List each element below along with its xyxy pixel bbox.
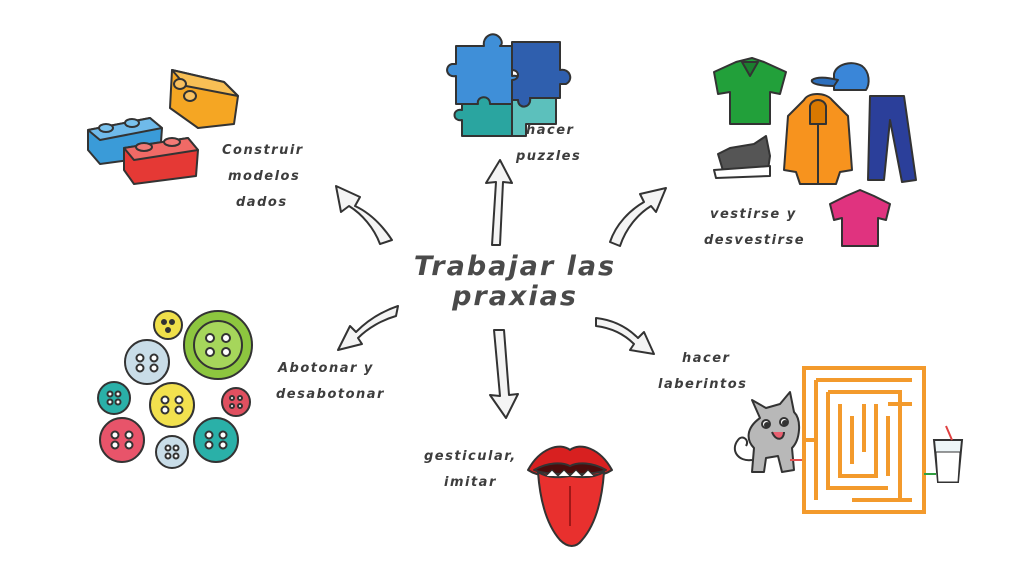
label-gesticular-line-1: gesticular, [424, 449, 517, 464]
label-gesticular-line-2: imitar [444, 475, 497, 490]
label-puzzles: hacer puzzles [516, 118, 581, 170]
buttons-icon [97, 310, 253, 469]
label-laberintos-line-2: laberintos [658, 377, 748, 392]
label-vestirse-line-1: vestirse y [710, 207, 797, 222]
arrow-to-vestirse [609, 187, 667, 247]
label-laberintos: hacer laberintos [658, 346, 747, 398]
label-abotonar-line-2: desabotonar [276, 387, 385, 402]
label-construir-line-3: dados [236, 195, 288, 210]
arrow-to-abotonar [337, 305, 399, 351]
mouth-tongue-icon [527, 445, 613, 547]
title-line-2: praxias [452, 281, 578, 312]
title-line-1: Trabajar las [413, 251, 617, 282]
arrow-to-construir [335, 185, 393, 245]
label-construir-line-2: modelos [228, 169, 301, 184]
maze-cat-icon [733, 366, 964, 514]
label-vestirse: vestirse y desvestirse [704, 202, 805, 254]
arrow-to-laberintos [595, 317, 655, 355]
label-laberintos-line-1: hacer [682, 351, 731, 366]
label-puzzles-line-1: hacer [526, 123, 575, 138]
central-title: Trabajar las praxias [380, 252, 650, 312]
arrow-to-puzzles [485, 159, 513, 246]
arrow-to-gesticular [489, 329, 519, 419]
label-vestirse-line-2: desvestirse [704, 233, 806, 248]
label-puzzles-line-2: puzzles [516, 149, 582, 164]
label-abotonar-line-1: Abotonar y [278, 361, 374, 376]
label-construir-line-1: Construir [222, 143, 304, 158]
puzzle-pieces-icon [446, 33, 572, 137]
label-abotonar: Abotonar y desabotonar [276, 356, 385, 408]
lego-bricks-icon [87, 69, 239, 185]
label-construir: Construir modelos dados [222, 138, 304, 216]
clothes-icon [713, 57, 917, 247]
label-gesticular: gesticular, imitar [424, 444, 517, 496]
